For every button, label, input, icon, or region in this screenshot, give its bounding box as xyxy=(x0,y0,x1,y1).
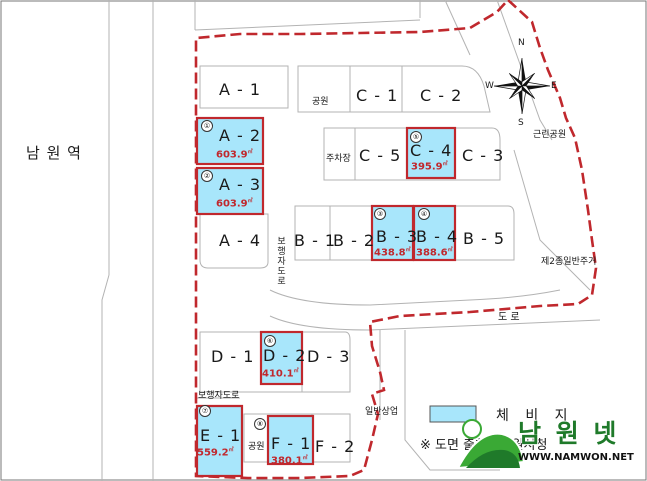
lot-c4: C - 4 xyxy=(410,141,453,160)
lot-d2-number: ⑥ xyxy=(264,335,276,347)
parking-label: 주차장 xyxy=(326,154,351,164)
lot-a1: A - 1 xyxy=(219,80,262,99)
lot-d3: D - 3 xyxy=(307,347,351,366)
lot-e1-number: ⑦ xyxy=(199,405,211,417)
compass-n: N xyxy=(518,38,525,48)
lot-e1: E - 1 xyxy=(200,426,242,445)
brand-logo: 남 원 넷 WWW.NAMWON.NET xyxy=(458,412,644,478)
lot-a2-area: 603.9㎡ xyxy=(216,149,253,161)
lot-c4-area: 395.9㎡ xyxy=(411,161,448,173)
lot-a2: A - 2 xyxy=(219,126,262,145)
lot-b5: B - 5 xyxy=(463,229,506,248)
road-label: 도 로 xyxy=(498,312,520,323)
lot-b4: B - 4 xyxy=(416,227,459,246)
legend-swatch xyxy=(429,405,477,423)
lot-b4-area: 388.6㎡ xyxy=(416,247,453,259)
lot-b4-number: ④ xyxy=(418,208,430,220)
compass-s: S xyxy=(518,118,524,128)
brand-url: WWW.NAMWON.NET xyxy=(518,452,634,463)
residential-zone-label: 제2종일반주거 xyxy=(541,257,597,267)
lot-c3: C - 3 xyxy=(462,146,505,165)
lot-c4-number: ⑤ xyxy=(410,131,422,143)
lot-a3: A - 3 xyxy=(219,175,262,194)
lot-b3-number: ③ xyxy=(374,208,386,220)
lot-c2: C - 2 xyxy=(420,86,463,105)
park-c-label: 공원 xyxy=(312,97,329,107)
lot-a2-number: ① xyxy=(201,120,213,132)
lot-e1-shape xyxy=(195,404,244,478)
lot-f1-area: 380.1㎡ xyxy=(271,455,308,467)
station-label: 남 원 역 xyxy=(26,144,82,162)
compass-w: W xyxy=(485,81,494,91)
lot-b3-area: 438.8㎡ xyxy=(374,247,411,259)
lot-e1-area: 559.2㎡ xyxy=(197,447,234,459)
brand-logo-art xyxy=(458,419,526,470)
lot-a4: A - 4 xyxy=(219,231,262,250)
lot-a3-area: 603.9㎡ xyxy=(216,198,253,210)
lot-d1: D - 1 xyxy=(211,347,255,366)
pedestrian-road-vertical: 보행자도로 xyxy=(275,236,285,286)
lot-b3: B - 3 xyxy=(376,227,419,246)
lot-c5: C - 5 xyxy=(359,146,402,165)
lot-f1-shape xyxy=(266,414,315,466)
lot-b2: B - 2 xyxy=(333,231,376,250)
lot-d2-area: 410.1㎡ xyxy=(262,368,299,380)
lot-f1-number: ⑧ xyxy=(254,418,266,430)
legend-label: 체 비 지 xyxy=(496,408,574,424)
neighborhood-park-label: 근린공원 xyxy=(533,130,567,140)
compass-rose xyxy=(493,57,551,115)
compass-e: E xyxy=(551,81,557,91)
lot-b4-shape xyxy=(412,204,457,262)
brand-name: 남 원 넷 xyxy=(518,419,620,448)
pedestrian-road-bottom: 보행자도로 xyxy=(198,391,240,401)
lot-b1: B - 1 xyxy=(294,231,337,250)
commercial-zone-label: 일반상업 xyxy=(365,407,399,417)
lot-f1: F - 1 xyxy=(271,434,312,453)
lot-c1: C - 1 xyxy=(356,86,399,105)
lot-a3-number: ② xyxy=(201,170,213,182)
park-f-label: 공원 xyxy=(248,442,265,452)
project-boundary xyxy=(194,0,598,480)
lot-d2: D - 2 xyxy=(263,346,307,365)
lot-f2: F - 2 xyxy=(315,437,356,456)
